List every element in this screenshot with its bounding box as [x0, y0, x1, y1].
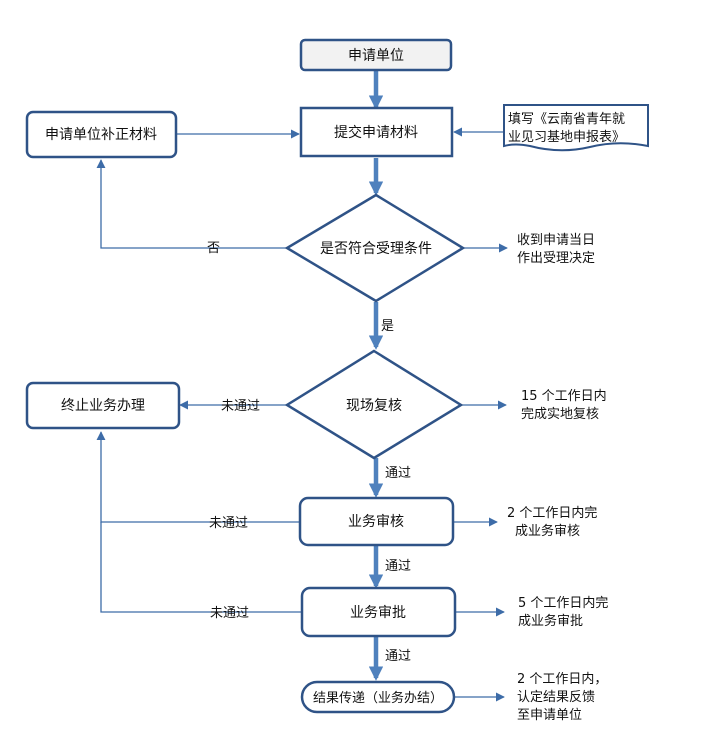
note-acceptance: 收到申请当日 作出受理决定: [517, 233, 595, 266]
node-condition: 是否符合受理条件: [284, 193, 466, 303]
node-terminate: 终止业务办理: [25, 381, 181, 430]
note-business-approval-line2: 成业务审批: [518, 613, 583, 629]
label-submit: 提交申请材料: [334, 124, 418, 141]
note-business-review: 2 个工作日内完 成业务审核: [507, 505, 597, 539]
note-site-review: 15 个工作日内 完成实地复核: [521, 388, 607, 422]
label-supplement: 申请单位补正材料: [45, 127, 157, 143]
note-site-review-line2: 完成实地复核: [521, 407, 599, 422]
label-terminate: 终止业务办理: [61, 398, 145, 414]
edge-label-no: 否: [207, 241, 220, 256]
edge-label-passed-approval: 通过: [385, 649, 411, 664]
label-condition: 是否符合受理条件: [320, 240, 432, 257]
edge-label-passed-review: 通过: [385, 559, 411, 574]
node-business-approval: 业务审批: [300, 586, 457, 638]
note-result-line2: 认定结果反馈: [517, 690, 595, 705]
node-submit: 提交申请材料: [299, 106, 454, 158]
connector-approval-fail: [100, 522, 302, 613]
node-supplement: 申请单位补正材料: [25, 110, 178, 159]
note-result: 2 个工作日内， 认定结果反馈 至申请单位: [517, 671, 607, 723]
edge-label-yes: 是: [381, 319, 394, 334]
label-site-review: 现场复核: [346, 397, 402, 414]
label-business-review: 业务审核: [348, 514, 404, 530]
node-business-review: 业务审核: [298, 496, 455, 547]
note-result-line3: 至申请单位: [517, 708, 582, 723]
note-acceptance-line2: 作出受理决定: [517, 251, 595, 266]
label-form-line2: 业见习基地申报表》: [508, 130, 625, 145]
note-site-review-line1: 15 个工作日内: [521, 388, 607, 404]
label-business-approval: 业务审批: [350, 605, 406, 621]
label-applicant: 申请单位: [348, 48, 404, 64]
node-site-review: 现场复核: [284, 349, 464, 460]
edge-label-not-passed-site: 未通过: [221, 399, 260, 414]
note-business-approval: 5 个工作日内完 成业务审批: [518, 595, 608, 629]
node-form-document: 填写《云南省青年就 业见习基地申报表》: [503, 104, 649, 152]
arrow-review-fail-to-terminate: [96, 431, 299, 523]
note-business-approval-line1: 5 个工作日内完: [518, 595, 608, 611]
edge-label-not-passed-approval: 未通过: [210, 606, 249, 621]
label-result: 结果传递（业务办结）: [313, 690, 443, 706]
node-result: 结果传递（业务办结）: [300, 680, 456, 714]
document-shape: [503, 104, 649, 152]
note-business-review-line2: 成业务审核: [515, 523, 580, 539]
arrow-no-to-supplement: [96, 159, 287, 249]
edge-labels: 否 是 未通过 通过 未通过 通过 未通过 通过: [207, 241, 411, 664]
connector-lines: [96, 127, 508, 702]
note-result-line1: 2 个工作日内，: [517, 671, 607, 687]
note-acceptance-line1: 收到申请当日: [517, 233, 595, 248]
label-form-line1: 填写《云南省青年就: [508, 111, 625, 127]
edge-label-passed-site: 通过: [385, 466, 411, 481]
edge-label-not-passed-review: 未通过: [209, 516, 248, 531]
note-business-review-line1: 2 个工作日内完: [507, 505, 597, 521]
node-applicant: 申请单位: [299, 38, 453, 72]
